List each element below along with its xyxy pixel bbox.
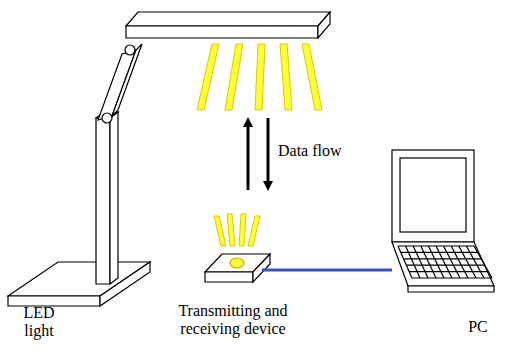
data-flow-label: Data flow <box>278 142 342 160</box>
pc-label: PC <box>448 318 508 336</box>
lamp-label: LED light <box>14 304 64 340</box>
data-arrows <box>248 118 268 190</box>
device-label: Transmitting and receiving device <box>158 302 308 338</box>
laptop <box>392 150 494 292</box>
device <box>205 254 270 282</box>
device-rays <box>214 214 260 246</box>
cable <box>262 269 392 272</box>
light-rays <box>197 44 322 110</box>
